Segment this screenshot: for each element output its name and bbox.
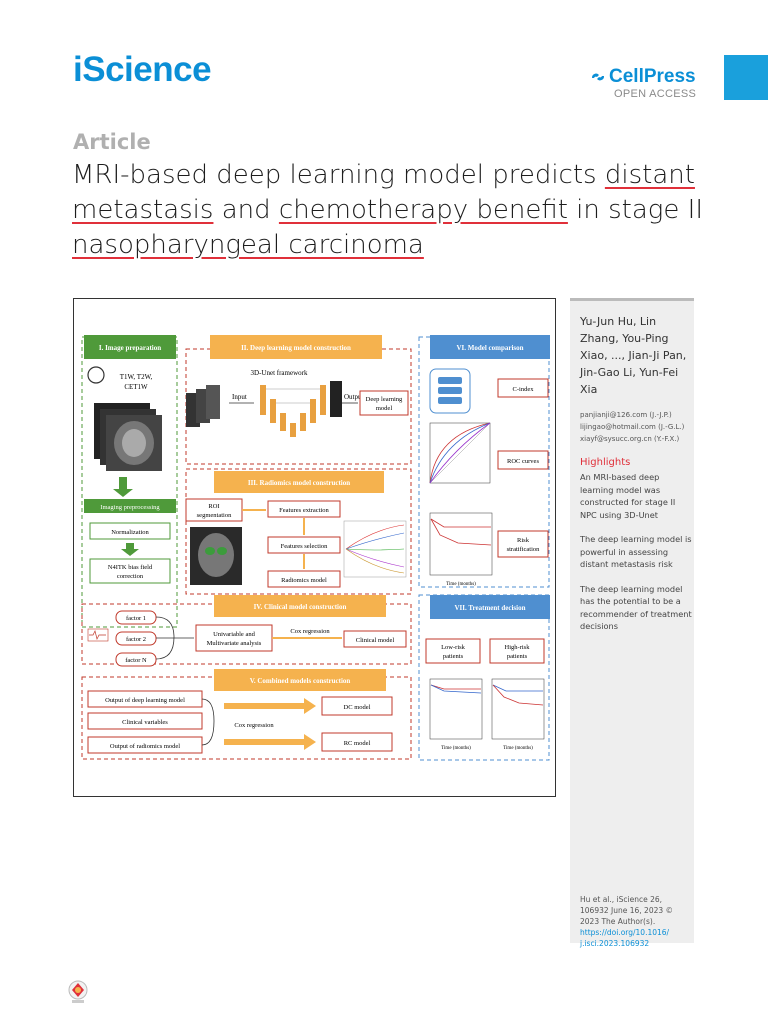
- section-2-title: II. Deep learning model construction: [241, 344, 351, 352]
- output-dl-label: Output of deep learning model: [105, 697, 185, 704]
- author-list[interactable]: Yu-Jun Hu, Lin Zhang, You-Ping Xiao, ...…: [580, 315, 687, 396]
- time-months-low: Time (months): [441, 746, 471, 751]
- header-accent-block: [724, 55, 768, 100]
- sequences-line-2: CET1W: [124, 383, 148, 391]
- journal-logo: iScience: [73, 50, 212, 89]
- km-plot-low-risk: [429, 678, 483, 740]
- section-1-title: I. Image preparation: [99, 344, 161, 352]
- factor-2-label: factor 2: [126, 636, 146, 643]
- head-icon: [87, 366, 105, 384]
- low-risk-line-2: patients: [443, 653, 464, 660]
- roi-line-2: segmentation: [197, 512, 232, 519]
- c-index-label: C-index: [513, 386, 535, 393]
- citation-text: Hu et al., iScience 26, 106932 June 16, …: [580, 895, 674, 926]
- section-6-title: VI. Model comparison: [456, 344, 523, 352]
- n4itk-line-1: N4ITK bias field: [108, 564, 153, 571]
- highlight-item: The deep learning model is powerful in a…: [580, 534, 692, 569]
- email-2[interactable]: lijingao@hotmail.com (J.-G.L.): [580, 423, 685, 431]
- radiomics-model-label: Radiomics model: [281, 577, 327, 584]
- risk-line-1: Risk: [517, 537, 530, 544]
- input-slices: [186, 385, 220, 427]
- highlights-list: An MRI-based deep learning model was con…: [580, 471, 692, 645]
- unet-framework-label: 3D-Unet framework: [251, 369, 308, 377]
- graphical-abstract: I. Image preparation II. Deep learning m…: [73, 298, 556, 797]
- title-underlined-term: distant: [604, 160, 695, 190]
- crossmark-icon[interactable]: [66, 979, 90, 1005]
- unet-diagram: [260, 381, 342, 437]
- normalization-label: Normalization: [111, 529, 149, 536]
- km-plot: [429, 512, 493, 576]
- highlights-heading: Highlights: [580, 457, 631, 468]
- email-list: panjianji@126.com (J.-J.P.) lijingao@hot…: [580, 409, 694, 445]
- time-months-high: Time (months): [503, 746, 533, 751]
- section-4-title: IV. Clinical model construction: [254, 603, 347, 611]
- risk-line-2: stratification: [507, 546, 541, 553]
- km-plot-high-risk: [491, 678, 545, 740]
- roc-plot: [429, 422, 491, 484]
- low-risk-line-1: Low-risk: [441, 644, 466, 651]
- factor-1-label: factor 1: [126, 615, 146, 622]
- univariable-line-2: Multivariate analysis: [207, 640, 262, 647]
- cellpress-icon: [591, 73, 605, 81]
- database-icon: [429, 368, 471, 414]
- publisher-logo: CellPress: [590, 66, 696, 88]
- highlight-item: The deep learning model has the potentia…: [580, 583, 692, 632]
- output-label: Output: [344, 393, 364, 401]
- svg-text:Imaging preprocessing: Imaging preprocessing: [100, 504, 160, 511]
- dc-model-label: DC model: [344, 704, 371, 711]
- clinical-variables-label: Clinical variables: [122, 719, 168, 726]
- factor-n-label: factor N: [125, 657, 147, 664]
- section-7-title: VII. Treatment decision: [455, 604, 526, 612]
- output-radiomics-label: Output of radiomics model: [110, 743, 180, 750]
- title-text: MRI-based deep learning model predicts: [72, 160, 605, 190]
- section-3-title: III. Radiomics model construction: [248, 479, 350, 487]
- imaging-preprocessing-label: [84, 499, 176, 513]
- region-image-prep: [81, 336, 178, 628]
- lasso-plot: [343, 520, 407, 578]
- dl-model-line-2: model: [376, 405, 392, 412]
- univariable-line-1: Univariable and: [213, 631, 255, 638]
- info-sidebar: Yu-Jun Hu, Lin Zhang, You-Ping Xiao, ...…: [570, 298, 694, 948]
- title-underlined-term: metastasis: [72, 195, 214, 225]
- dl-model-line-1: Deep learning: [366, 396, 403, 403]
- title-text: in stage II: [567, 195, 704, 225]
- email-3[interactable]: xiayf@sysucc.org.cn (Y.-F.X.): [580, 435, 680, 443]
- title-underlined-term: chemotherapy benefit: [278, 195, 568, 225]
- cox-regression-label: Cox regression: [290, 628, 330, 635]
- input-label: Input: [232, 393, 247, 401]
- mri-stack: [94, 403, 162, 471]
- clinical-model-label: Clinical model: [356, 637, 395, 644]
- sequences-line-1: T1W, T2W,: [120, 373, 153, 381]
- article-type: Article: [73, 130, 151, 154]
- rc-model-label: RC model: [344, 740, 371, 747]
- high-risk-line-2: patients: [507, 653, 528, 660]
- high-risk-line-1: High-risk: [505, 644, 531, 651]
- email-1[interactable]: panjianji@126.com (J.-J.P.): [580, 411, 672, 419]
- features-selection-label: Features selection: [281, 543, 328, 550]
- ecg-icon: [87, 628, 109, 642]
- roi-image: [190, 527, 242, 585]
- doi-link[interactable]: https://doi.org/10.1016/ j.isci.2023.106…: [580, 928, 670, 948]
- title-text: and: [213, 195, 279, 225]
- region-radiomics: [185, 468, 412, 595]
- title-underlined-term: nasopharyngeal carcinoma: [72, 230, 424, 260]
- roc-curves-label: ROC curves: [507, 458, 539, 465]
- combined-cox-label: Cox regression: [234, 722, 274, 729]
- open-access-label: OPEN ACCESS: [614, 88, 697, 100]
- time-months-label: Time (months): [446, 582, 476, 587]
- citation: Hu et al., iScience 26, 106932 June 16, …: [580, 894, 690, 949]
- section-5-title: V. Combined models construction: [250, 677, 351, 685]
- roi-line-1: ROI: [208, 503, 219, 510]
- features-extraction-label: Features extraction: [279, 507, 329, 514]
- n4itk-line-2: correction: [117, 573, 144, 580]
- highlight-item: An MRI-based deep learning model was con…: [580, 472, 676, 520]
- article-title: MRI-based deep learning model predicts d…: [72, 158, 712, 263]
- publisher-name: CellPress: [609, 66, 696, 87]
